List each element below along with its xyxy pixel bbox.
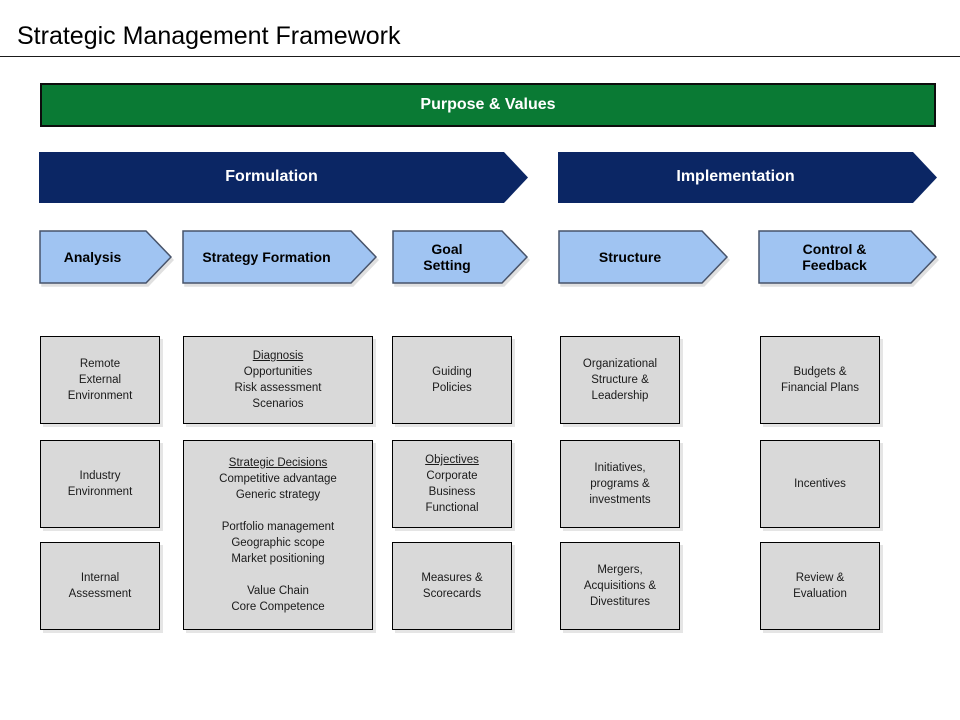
box-text-line: Evaluation xyxy=(793,588,847,600)
purpose-values-label: Purpose & Values xyxy=(420,96,556,113)
box-text-line: Business xyxy=(428,486,476,498)
box-text-line: programs & xyxy=(590,478,650,490)
box-text-line: Geographic scope xyxy=(231,537,325,549)
box-text-line: Generic strategy xyxy=(235,489,321,501)
box-text-line: Strategic Decisions xyxy=(228,457,328,469)
box-measures-scorecards: Measures & Scorecards xyxy=(392,542,512,630)
box-text-line: Industry xyxy=(79,470,121,482)
purpose-values-banner: Purpose & Values xyxy=(40,83,936,127)
box-initiatives-programs-investments: Initiatives, programs & investments xyxy=(560,440,680,528)
step-label-structure: Structure xyxy=(598,248,662,265)
box-text-line xyxy=(276,503,279,519)
phase-arrow-formulation: Formulation xyxy=(39,152,528,203)
phase-arrow-implementation: Implementation xyxy=(558,152,937,203)
chevron-right-shape xyxy=(39,152,528,203)
box-text-line: Value Chain xyxy=(247,585,309,597)
box-text-line: Scorecards xyxy=(422,588,482,600)
box-text-line: Corporate xyxy=(426,470,478,482)
box-text-line: Budgets & xyxy=(793,366,847,378)
box-text-line: Policies xyxy=(432,382,472,394)
box-text-line: Risk assessment xyxy=(234,382,322,394)
box-text-line: Divestitures xyxy=(589,596,651,608)
box-text-line: Mergers, xyxy=(597,564,643,576)
box-text-line: Measures & xyxy=(421,572,483,584)
step-label-analysis: Analysis xyxy=(63,248,122,265)
box-text-line: Environment xyxy=(67,390,133,402)
chevron-right-shape xyxy=(558,152,937,203)
chevron-right-shape xyxy=(39,230,172,284)
step-arrow-control-feedback: Control & Feedback xyxy=(758,230,937,284)
step-arrow-analysis: Analysis xyxy=(39,230,172,284)
step-label-goal-setting: Goal Setting xyxy=(423,240,471,273)
box-text-line: Acquisitions & xyxy=(583,580,657,592)
box-text-line: Market positioning xyxy=(231,553,325,565)
box-text-line: External xyxy=(78,374,122,386)
box-text-line: Financial Plans xyxy=(781,382,859,394)
box-review-evaluation: Review & Evaluation xyxy=(760,542,880,630)
box-text-line: Initiatives, xyxy=(594,462,646,474)
step-arrow-goal-setting: Goal Setting xyxy=(392,230,528,284)
step-label-strategy-formation: Strategy Formation xyxy=(202,248,331,265)
box-text-line: Environment xyxy=(67,486,133,498)
step-arrow-structure: Structure xyxy=(558,230,728,284)
box-text-line: Guiding xyxy=(432,366,472,378)
chevron-right-shape xyxy=(182,230,377,284)
box-text-line: Review & xyxy=(795,572,845,584)
box-text-line: investments xyxy=(589,494,651,506)
chevron-right-shape xyxy=(758,230,937,284)
box-text-line: Leadership xyxy=(591,390,649,402)
box-text-line: Competitive advantage xyxy=(219,473,337,485)
phase-label-implementation: Implementation xyxy=(676,168,795,186)
chevron-right-shape xyxy=(392,230,528,284)
box-text-line: Structure & xyxy=(591,374,649,386)
box-text-line: Portfolio management xyxy=(221,521,335,533)
box-text-line: Incentives xyxy=(794,478,846,490)
box-text-line: Opportunities xyxy=(243,366,313,378)
box-text-line: Assessment xyxy=(68,588,132,600)
box-text-line: Objectives xyxy=(425,454,479,466)
box-mergers-acquisitions-divestitures: Mergers, Acquisitions & Divestitures xyxy=(560,542,680,630)
page-title: Strategic Management Framework xyxy=(17,22,401,50)
box-text-line: Scenarios xyxy=(252,398,304,410)
step-label-control-feedback: Control & Feedback xyxy=(802,240,867,273)
box-text-line: Functional xyxy=(425,502,479,514)
box-budgets-financial-plans: Budgets & Financial Plans xyxy=(760,336,880,424)
box-text-line: Internal xyxy=(80,572,120,584)
box-text-line: Organizational xyxy=(582,358,658,370)
box-text-line: Remote xyxy=(79,358,121,370)
step-arrow-strategy-formation: Strategy Formation xyxy=(182,230,377,284)
chevron-right-shape xyxy=(558,230,728,284)
box-text-line: Core Competence xyxy=(231,601,325,613)
phase-label-formulation: Formulation xyxy=(225,168,318,186)
box-text-line: Diagnosis xyxy=(252,350,304,362)
box-text-line xyxy=(276,567,279,583)
box-incentives: Incentives xyxy=(760,440,880,528)
title-divider xyxy=(0,56,960,57)
